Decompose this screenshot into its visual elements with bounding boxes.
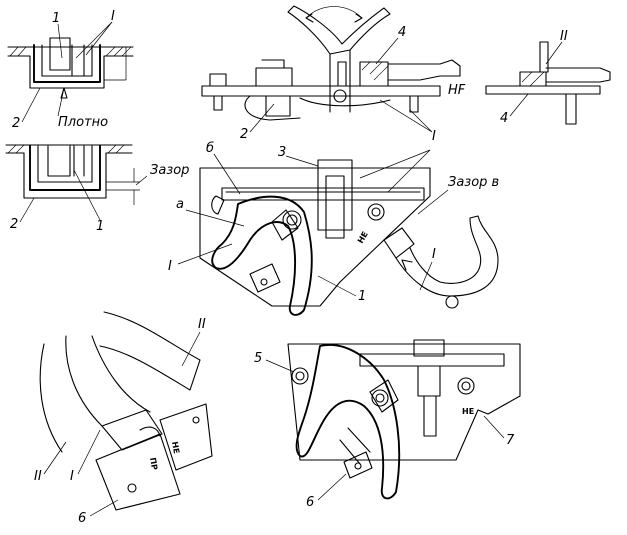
- callout-roman2-b: II: [198, 317, 206, 332]
- callout-2-c: 2: [240, 127, 248, 142]
- note-zazor-v: Зазор в: [448, 175, 499, 190]
- mark-ne-a: НЕ: [356, 230, 370, 245]
- mark-pr: ПР: [148, 457, 159, 471]
- section-zazor: Зазор 2 1: [5, 144, 189, 234]
- callout-roman1-c: I: [168, 259, 172, 274]
- callout-1-c: 1: [358, 289, 366, 304]
- callout-1-a: 1: [52, 11, 60, 26]
- mark-ne-c: НЕ: [462, 407, 474, 416]
- main-plan-view: НЕ б 3 а I 1: [168, 141, 431, 316]
- gauge-detail: НЕ ПР II II I 6: [34, 311, 213, 526]
- detail-zazor-v: Зазор в I: [383, 175, 499, 309]
- section-plotno: 1 I 2 Плотно: [7, 9, 134, 131]
- callout-roman2-a: II: [560, 29, 568, 44]
- elevation-assembly: 4 HF 2 I: [201, 5, 466, 144]
- note-zazor: Зазор: [150, 163, 189, 178]
- callout-b-a: б: [206, 141, 214, 156]
- callout-7: 7: [506, 433, 515, 448]
- callout-2-a: 2: [12, 116, 20, 131]
- mark-ne-b: НЕ: [170, 441, 181, 455]
- note-plotno: Плотно: [58, 115, 108, 130]
- callout-roman1-a: I: [111, 9, 115, 24]
- callout-roman1-e: I: [70, 469, 74, 484]
- second-plan-view: НЕ 5 6 7: [254, 339, 521, 510]
- callout-2-b: 2: [10, 217, 18, 232]
- callout-1-b: 1: [96, 219, 104, 234]
- side-view: II 4: [485, 29, 611, 126]
- callout-6-a: 6: [78, 511, 86, 526]
- callout-roman1-d: I: [432, 247, 436, 262]
- callout-a: а: [176, 197, 184, 212]
- callout-4-a: 4: [398, 25, 406, 40]
- note-hf: HF: [448, 83, 466, 98]
- callout-3: 3: [278, 145, 286, 160]
- callout-6-b: 6: [306, 495, 314, 510]
- callout-roman1-b: I: [432, 129, 436, 144]
- callout-5: 5: [254, 351, 262, 366]
- callout-roman2-c: II: [34, 469, 42, 484]
- callout-4-b: 4: [500, 111, 508, 126]
